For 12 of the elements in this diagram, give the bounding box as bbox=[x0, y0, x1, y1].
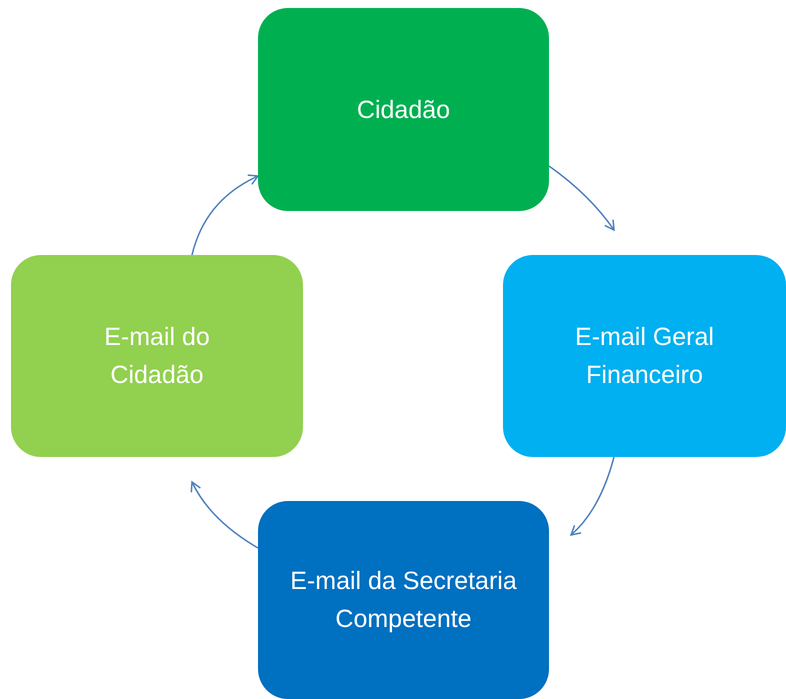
box-label: E-mail do Cidadão bbox=[103, 322, 211, 391]
box-label: Cidadão bbox=[356, 94, 450, 126]
curved-arrow bbox=[190, 481, 258, 549]
process-box bbox=[258, 8, 549, 211]
process-box bbox=[503, 255, 786, 457]
curved-arrow bbox=[191, 174, 259, 256]
process-box bbox=[11, 255, 303, 457]
curved-arrow bbox=[548, 165, 615, 231]
process-box bbox=[258, 501, 549, 699]
box-label: E-mail da Secretaria Competente bbox=[289, 566, 518, 635]
curved-arrow bbox=[570, 456, 615, 536]
box-label: E-mail Geral Financeiro bbox=[574, 322, 715, 391]
